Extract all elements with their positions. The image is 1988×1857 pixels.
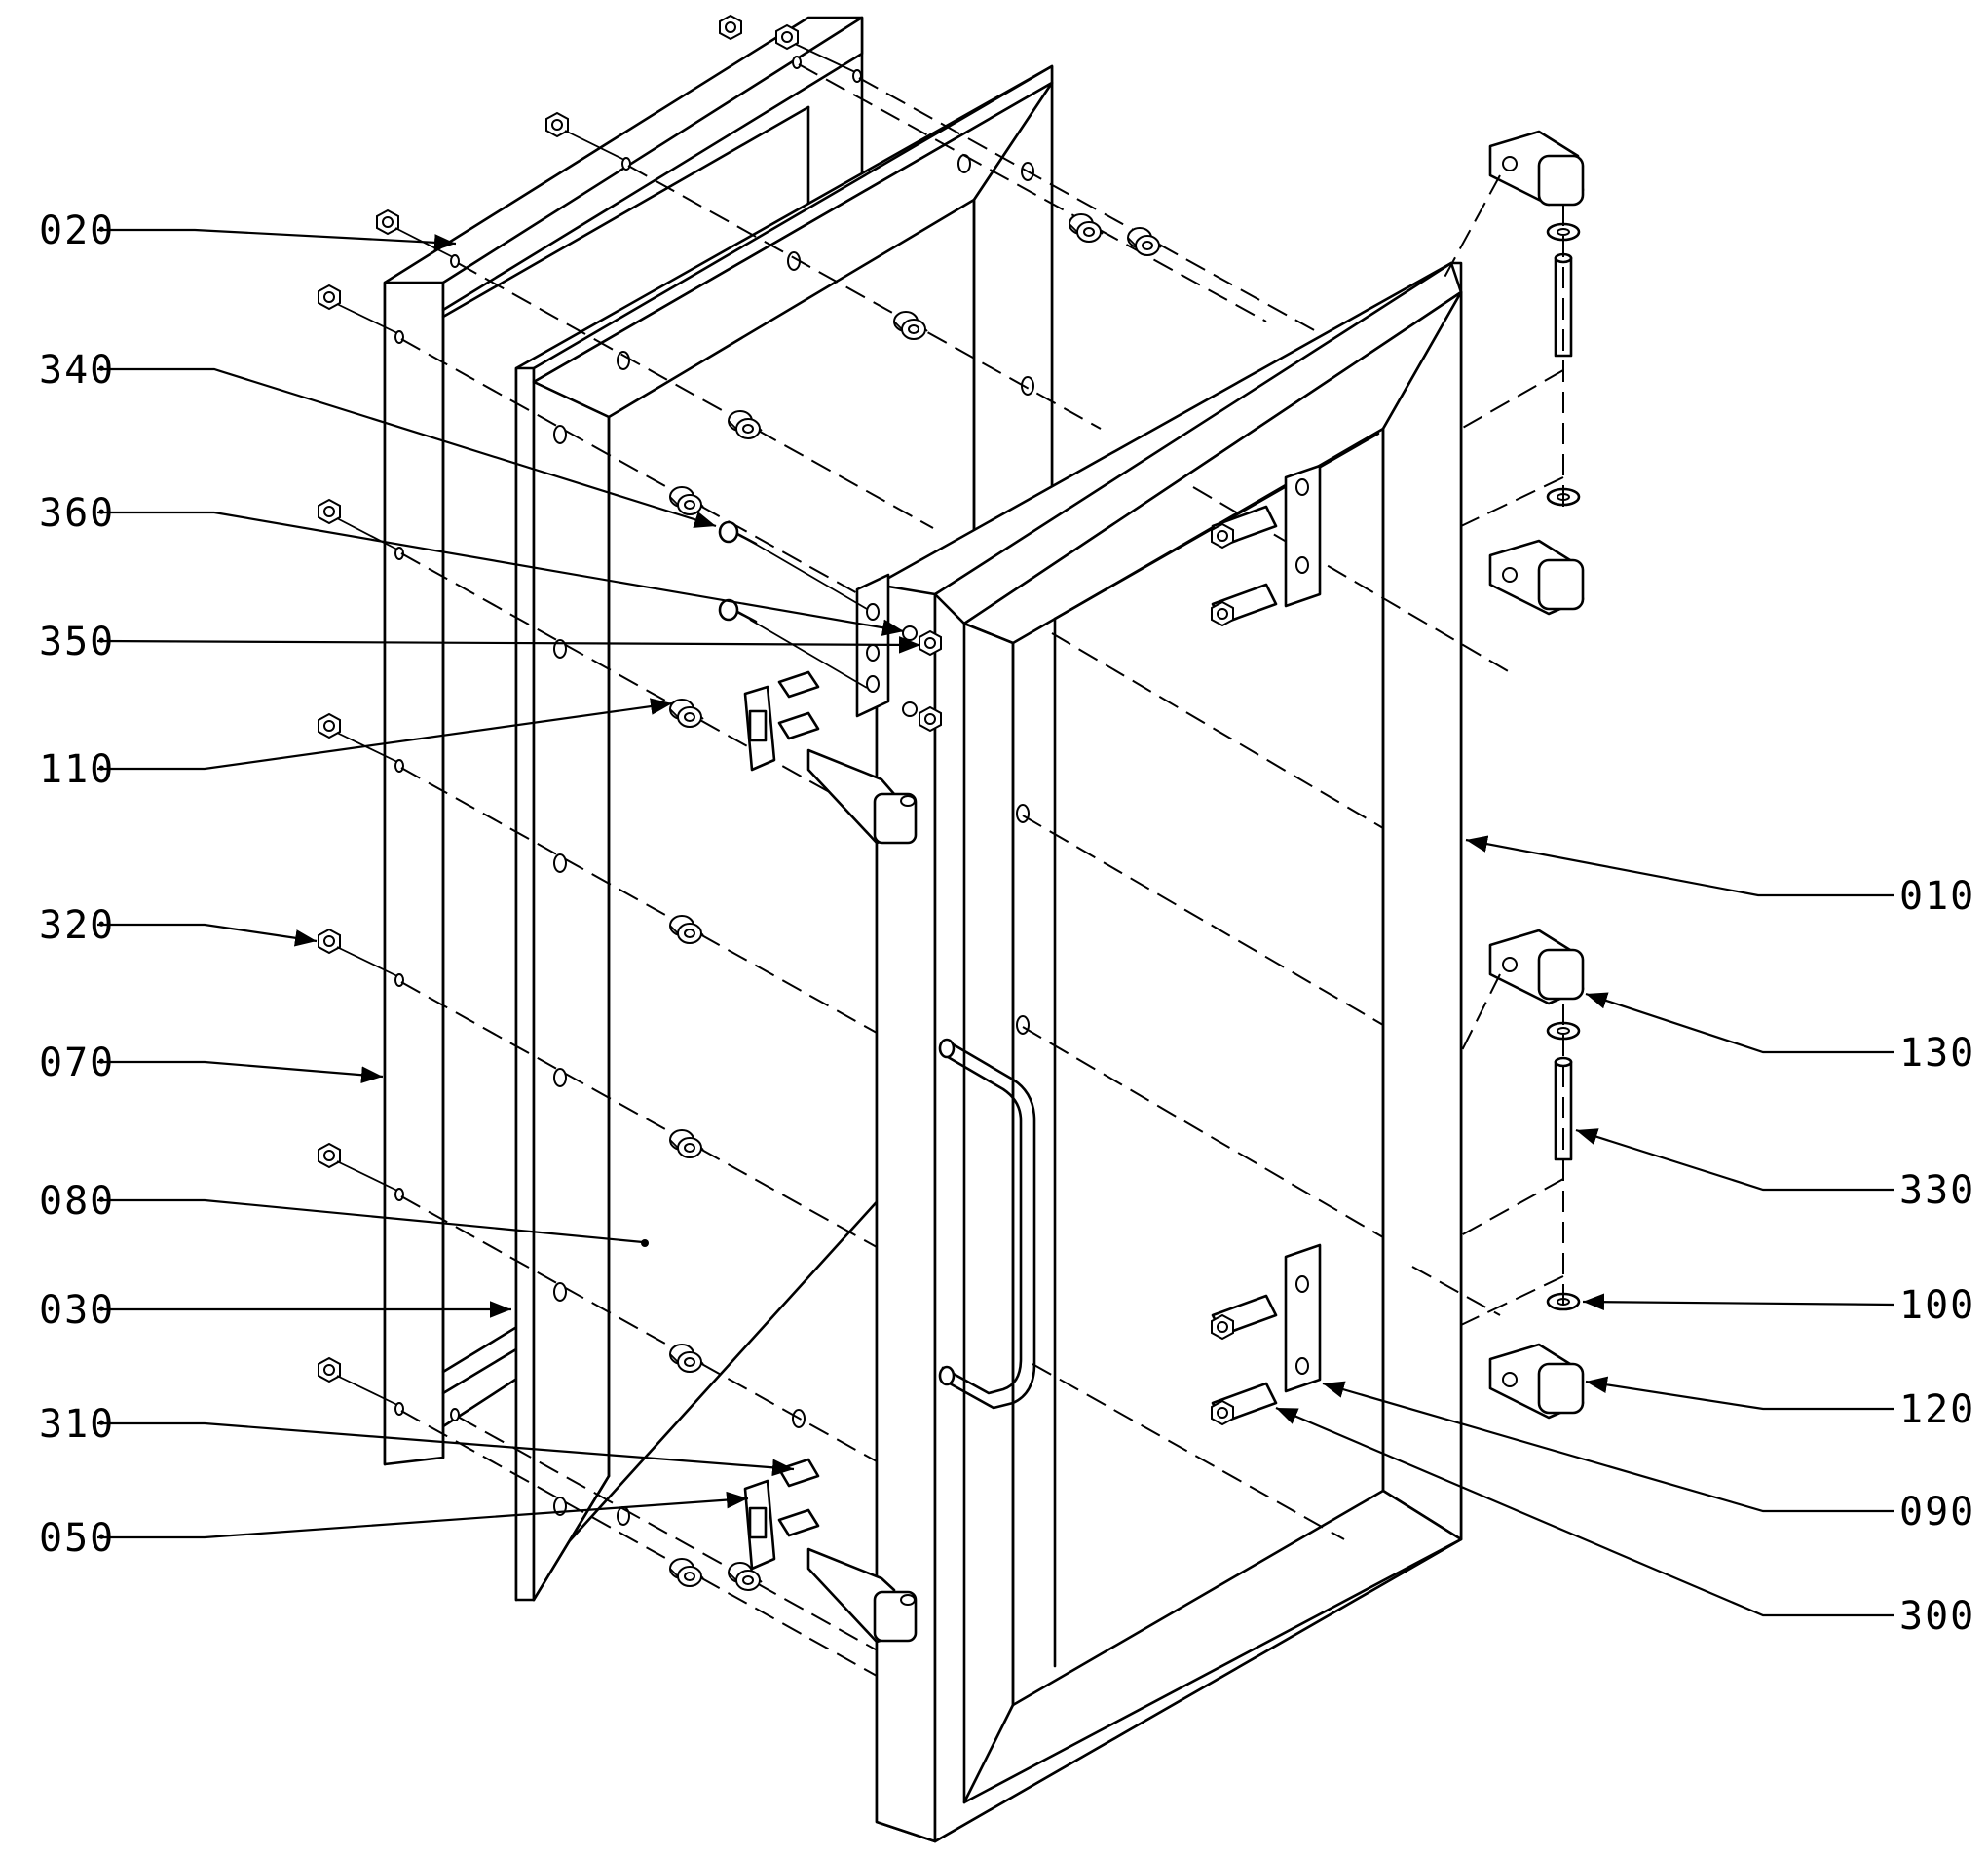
callout-330: 330 bbox=[1575, 1128, 1975, 1213]
callout-050: 050 bbox=[39, 1491, 749, 1561]
intermediate-frame-030 bbox=[514, 64, 1054, 1602]
washer-100-bottom bbox=[1546, 1021, 1581, 1041]
callout-120: 120 bbox=[1585, 1376, 1975, 1432]
callout-090: 090 bbox=[1322, 1381, 1975, 1535]
callout-130: 130 bbox=[1585, 992, 1975, 1076]
latch-bracket-050-lower bbox=[743, 1458, 820, 1571]
callout-010: 010 bbox=[1465, 835, 1975, 919]
callout-label: 100 bbox=[1899, 1283, 1975, 1328]
nut-leaders bbox=[336, 43, 856, 1406]
callout-300: 300 bbox=[1275, 1406, 1975, 1639]
callout-320: 320 bbox=[39, 903, 318, 948]
assembly-axis-lines-left bbox=[400, 63, 1326, 1683]
hinge-leaf-120-lower bbox=[1488, 1343, 1585, 1420]
callout-label: 010 bbox=[1899, 874, 1975, 919]
door-hinge-lugs bbox=[806, 748, 918, 1644]
callout-label: 120 bbox=[1899, 1387, 1975, 1432]
strike-plate-090-lower bbox=[1211, 1243, 1322, 1425]
callout-310: 310 bbox=[39, 1402, 795, 1477]
hinge-leaf-130-bottom bbox=[1488, 928, 1585, 1005]
callout-110: 110 bbox=[39, 698, 673, 792]
pins-340-360 bbox=[718, 520, 868, 689]
callout-030: 030 bbox=[39, 1288, 511, 1333]
callout-080: 080 bbox=[39, 1179, 649, 1247]
callout-100: 100 bbox=[1582, 1283, 1975, 1328]
hinge-axis-lines bbox=[1441, 174, 1564, 1326]
hinge-leaf-120-upper bbox=[1488, 539, 1585, 616]
strike-plate-090-upper bbox=[1211, 464, 1322, 626]
door-leaf-010 bbox=[875, 261, 1463, 1843]
callout-360: 360 bbox=[39, 491, 905, 636]
callout-340: 340 bbox=[39, 348, 717, 528]
callout-label: 330 bbox=[1899, 1168, 1975, 1213]
latch-bracket-050-upper bbox=[743, 670, 820, 772]
hinge-leaf-130-top bbox=[1488, 130, 1585, 207]
callout-020: 020 bbox=[39, 208, 457, 253]
callout-label: 130 bbox=[1899, 1031, 1975, 1076]
assembly-axis-lines-door bbox=[1022, 486, 1511, 1540]
callout-label: 090 bbox=[1899, 1490, 1975, 1535]
callout-label: 300 bbox=[1899, 1594, 1975, 1639]
door-handle bbox=[938, 1038, 1036, 1410]
callout-070: 070 bbox=[39, 1041, 384, 1085]
callout-350: 350 bbox=[39, 620, 921, 664]
